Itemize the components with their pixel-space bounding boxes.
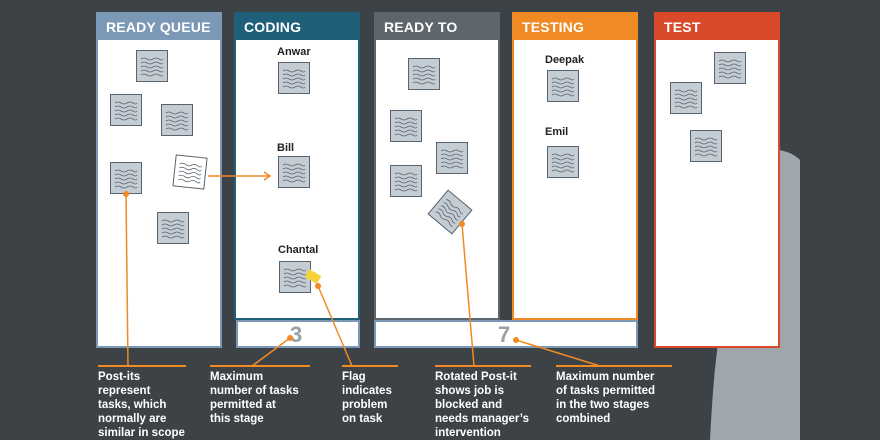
post-it-note [278, 62, 310, 94]
caption-max-tasks-combined: Maximum number of tasks permitted in the… [556, 371, 656, 425]
post-it-note [547, 146, 579, 178]
caption-rule-4 [435, 365, 531, 367]
caption-rule-3 [342, 365, 398, 367]
post-it-note [547, 70, 579, 102]
post-it-note [157, 212, 189, 244]
column-title-testing: TESTING [514, 14, 636, 40]
caption-rule-1 [98, 365, 186, 367]
post-it-note [390, 165, 422, 197]
name-deepak: Deepak [545, 54, 585, 66]
post-it-note [110, 94, 142, 126]
name-emil: Emil [545, 126, 569, 138]
name-anwar: Anwar [277, 46, 311, 58]
wip-limit-coding: 3 [290, 322, 303, 347]
wip-box-combined [374, 320, 638, 348]
column-title-ready-queue: READY QUEUE [98, 14, 220, 40]
caption-rotated-post-it: Rotated Post-it shows job is blocked and… [435, 371, 529, 439]
column-title-test-complete: TEST COMPLETE [656, 14, 778, 61]
wip-box-coding [236, 320, 360, 348]
caption-rule-2 [210, 365, 310, 367]
caption-flag: Flag indicates problem on task [342, 371, 392, 425]
column-title-ready-to-test: READY TO TEST [376, 14, 498, 61]
caption-max-tasks-stage: Maximum number of tasks permitted at thi… [210, 371, 299, 425]
caption-post-its: Post-its represent tasks, which normally… [98, 371, 185, 439]
post-it-note [408, 58, 440, 90]
name-bill: Bill [277, 142, 295, 154]
caption-rule-5 [556, 365, 672, 367]
wip-limit-combined: 7 [498, 322, 511, 347]
post-it-note [436, 142, 468, 174]
post-it-note [278, 156, 310, 188]
post-it-note [690, 130, 722, 162]
post-it-note [670, 82, 702, 114]
post-it-note [714, 52, 746, 84]
post-it-note [136, 50, 168, 82]
post-it-note [172, 154, 208, 190]
column-title-coding: CODING [236, 14, 358, 40]
post-it-note [427, 189, 473, 235]
name-chantal: Chantal [278, 244, 319, 256]
post-it-note [161, 104, 193, 136]
post-it-note [390, 110, 422, 142]
